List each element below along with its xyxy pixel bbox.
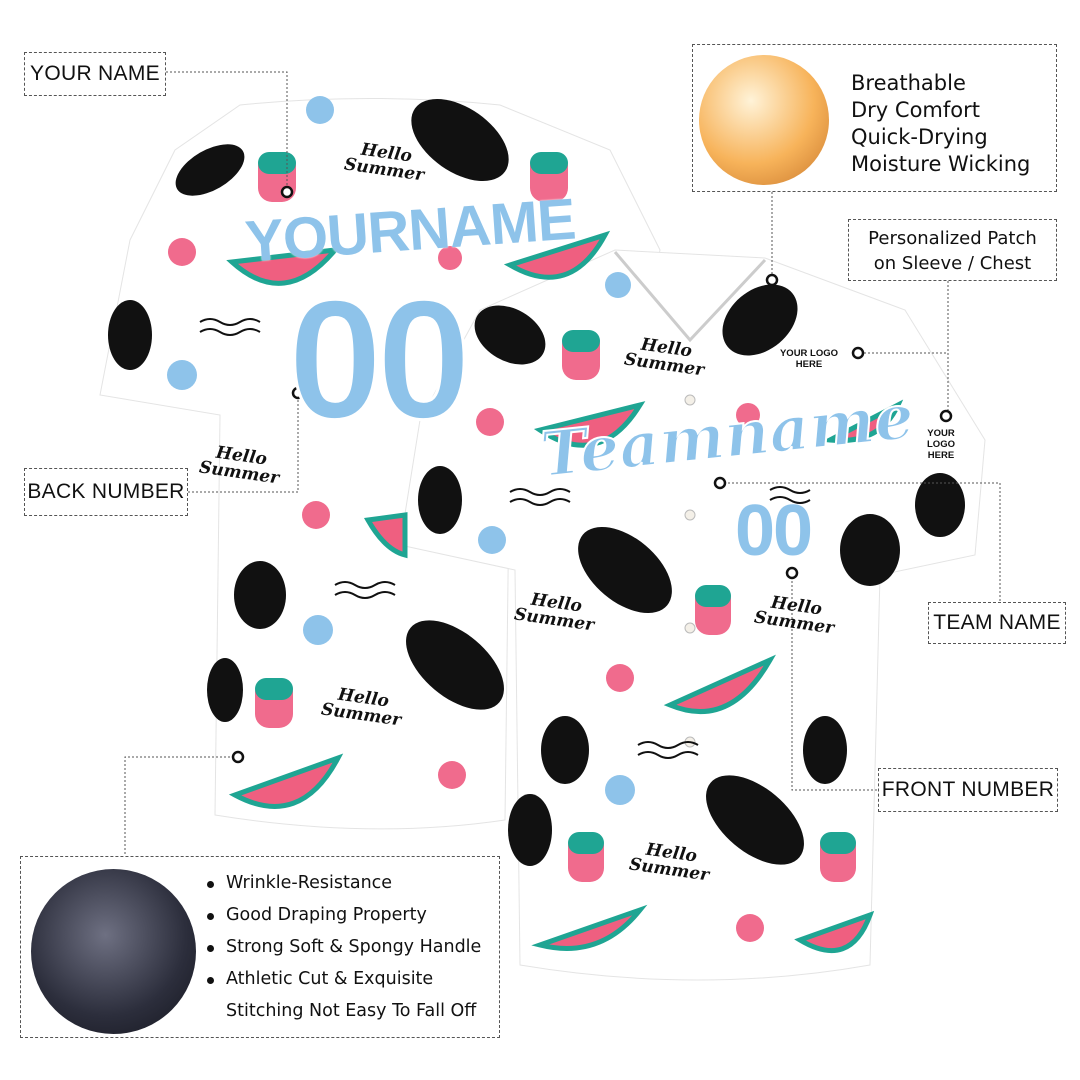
material-feature: Athletic Cut & Exquisite [206, 969, 434, 989]
front-number-label: FRONT NUMBER [878, 768, 1058, 812]
patch-line: on Sleeve / Chest [873, 253, 1032, 274]
material-feature-continued: Stitching Not Easy To Fall Off [226, 1001, 477, 1021]
starfish-icons [168, 238, 764, 942]
wave-icons [199, 318, 811, 759]
callout-dots [231, 185, 953, 764]
material-feature: Strong Soft & Spongy Handle [206, 937, 482, 957]
fabric-feature-list: Breathable Dry Comfort Quick-Drying Mois… [851, 70, 1030, 178]
leaf-icons [108, 98, 965, 866]
your-name-label: YOUR NAME [24, 52, 166, 96]
front-number-print: 00 [735, 491, 813, 571]
fabric-feature: Dry Comfort [851, 98, 980, 122]
fabric-feature: Moisture Wicking [851, 152, 1031, 176]
fabric-image [699, 55, 829, 185]
patch-line: Personalized Patch [868, 228, 1037, 249]
material-feature: Wrinkle-Resistance [206, 873, 393, 893]
logo-patch-sleeve [919, 418, 963, 462]
buttons [684, 394, 696, 748]
popsicle-icons [255, 152, 856, 882]
leader-lines [124, 71, 1001, 856]
material-image [31, 869, 196, 1034]
patch-label: Personalized Patch on Sleeve / Chest [848, 219, 1057, 281]
back-number-print: 00 [286, 265, 472, 455]
team-name-label: TEAM NAME [928, 602, 1066, 644]
logo-patch-sleeve-text: YOUR LOGO HERE [927, 428, 955, 461]
fabric-feature: Breathable [851, 71, 966, 95]
collar [613, 251, 767, 343]
material-feature: Good Draping Property [207, 905, 427, 925]
back-number-label: BACK NUMBER [24, 468, 188, 516]
watermelon-icons [226, 230, 904, 954]
back-jersey [99, 98, 661, 830]
shell-icons [167, 96, 635, 805]
material-features-box: Wrinkle-Resistance Good Draping Property… [20, 856, 500, 1038]
fabric-feature: Quick-Drying [851, 125, 988, 149]
logo-patch-chest: YOUR LOGO HERE [779, 348, 839, 370]
fabric-features-box: Breathable Dry Comfort Quick-Drying Mois… [692, 44, 1057, 192]
